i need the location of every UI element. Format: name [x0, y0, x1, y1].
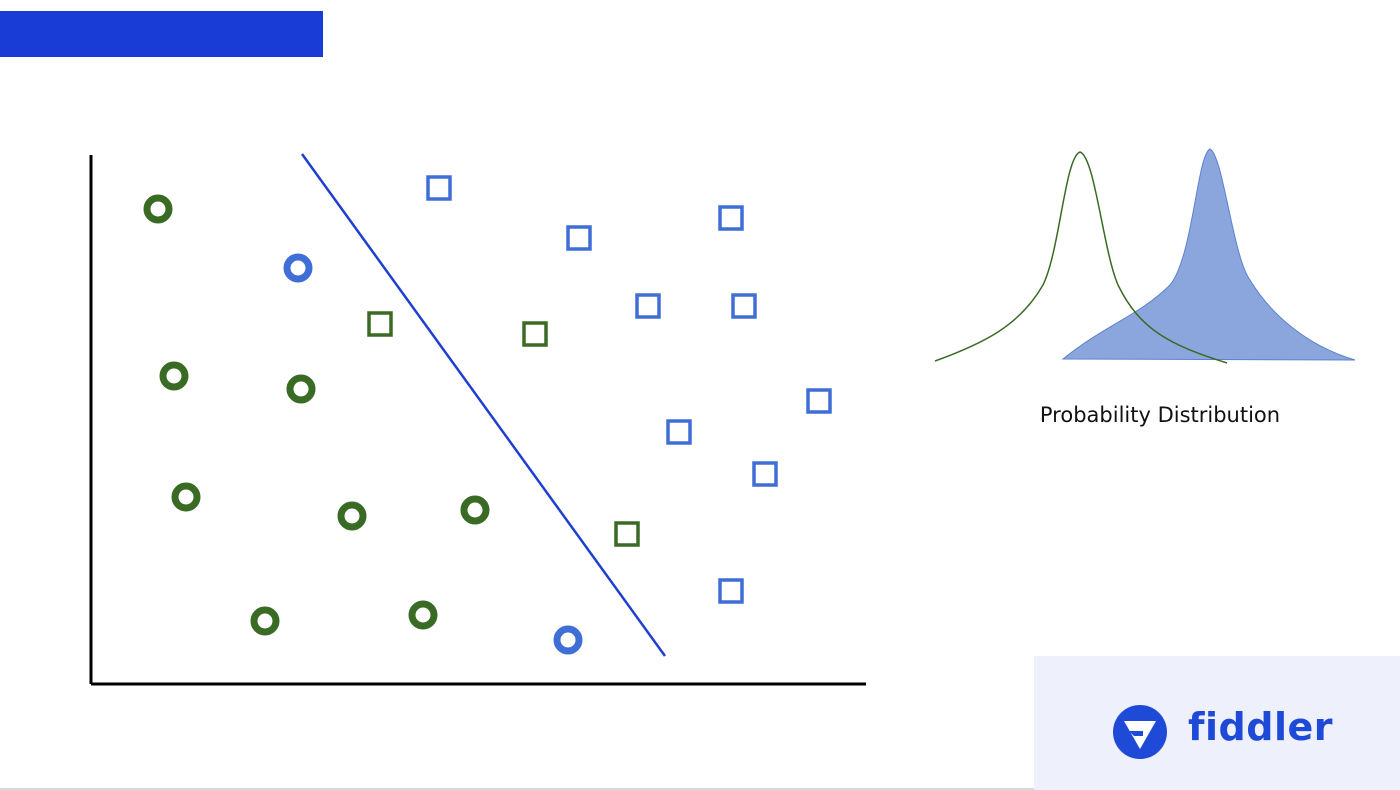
blue-square-point	[718, 205, 744, 231]
logo-notch	[1129, 731, 1143, 736]
fiddler-logo-icon	[1113, 705, 1167, 759]
green-circle-point	[159, 361, 189, 391]
blue-square-point	[731, 293, 757, 319]
points-layer	[143, 175, 832, 655]
blue-square-point	[752, 461, 778, 487]
green-circle-point	[286, 374, 316, 404]
bottom-divider	[0, 788, 1034, 790]
green-circle-point	[250, 606, 280, 636]
blue-square-point	[718, 578, 744, 604]
green-circle-point	[460, 495, 490, 525]
shifted-distribution-curve	[1061, 148, 1356, 361]
green-circle-point	[171, 482, 201, 512]
distribution-label: Probability Distribution	[1039, 403, 1281, 427]
blue-square-point	[635, 293, 661, 319]
green-circle-point	[337, 501, 367, 531]
blue-circle-point	[553, 625, 583, 655]
blue-square-point	[426, 175, 452, 201]
classification-diagram	[89, 153, 866, 686]
decision-boundary	[300, 153, 667, 657]
green-square-point	[522, 321, 548, 347]
green-circle-point	[408, 600, 438, 630]
green-circle-point	[143, 194, 173, 224]
fiddler-wordmark: fiddler	[1188, 705, 1333, 749]
fiddler-logo-panel: fiddler	[1034, 656, 1400, 790]
blue-square-point	[666, 419, 692, 445]
original-distribution-curve	[934, 151, 1228, 364]
blue-square-point	[566, 225, 592, 251]
blue-circle-point	[283, 253, 313, 283]
green-square-point	[367, 311, 393, 337]
green-square-point	[614, 521, 640, 547]
title-banner	[0, 11, 323, 57]
blue-square-point	[806, 388, 832, 414]
probability-distribution-chart	[934, 148, 1356, 364]
